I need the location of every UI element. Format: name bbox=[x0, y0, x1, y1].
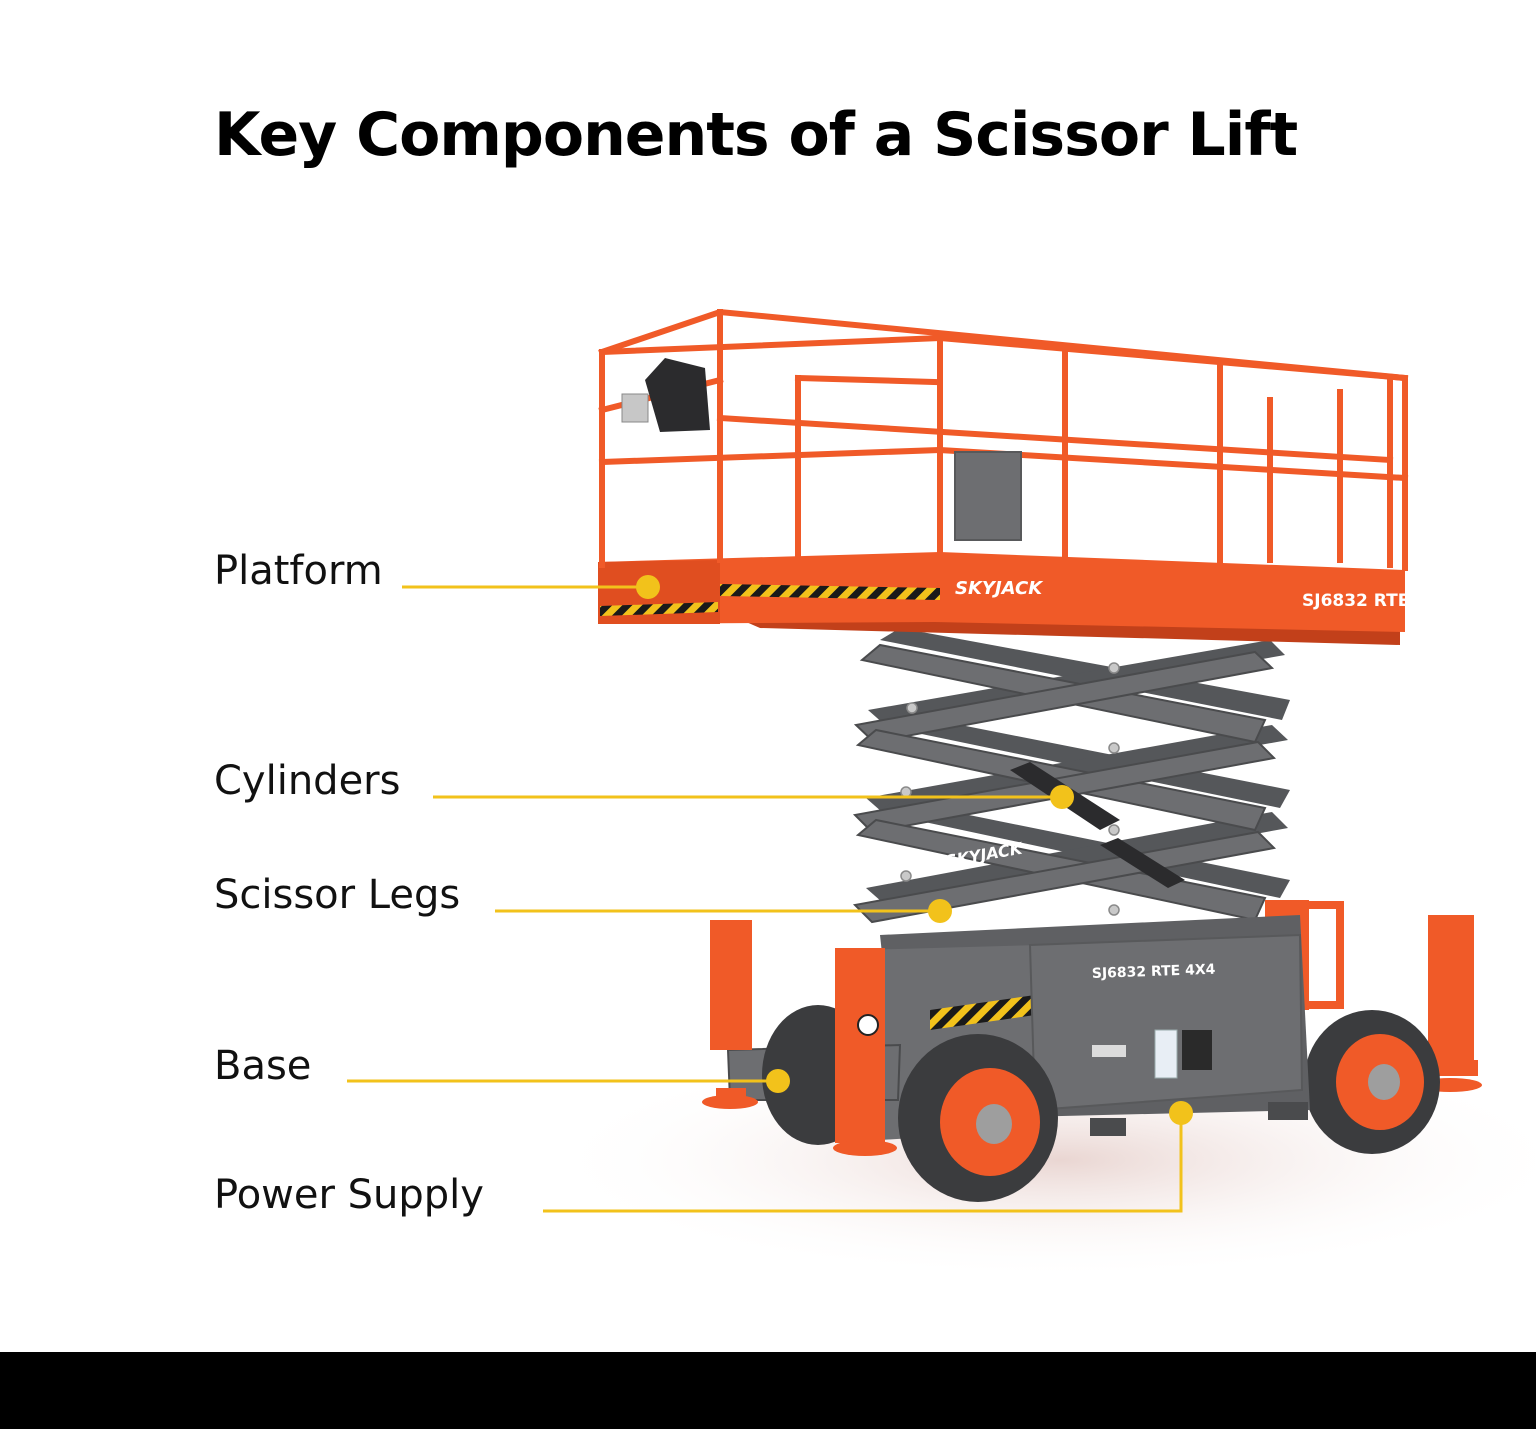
callout-dot-base bbox=[766, 1069, 790, 1093]
label-base: Base bbox=[214, 1043, 311, 1089]
platform-model-text: SJ6832 RTE bbox=[1302, 591, 1409, 611]
footer-bar bbox=[0, 1352, 1536, 1429]
callout-dot-platform bbox=[636, 575, 660, 599]
label-scissor-legs: Scissor Legs bbox=[214, 872, 460, 918]
callout-dot-cylinders bbox=[1050, 785, 1074, 809]
diagram-title: Key Components of a Scissor Lift bbox=[214, 100, 1297, 170]
platform-brand-text: SKYJACK bbox=[955, 578, 1044, 599]
label-platform: Platform bbox=[214, 548, 383, 594]
scissor-stack: SKYJACK bbox=[855, 628, 1290, 922]
callout-dot-power-supply bbox=[1169, 1101, 1193, 1125]
control-box bbox=[645, 358, 710, 432]
label-cylinders: Cylinders bbox=[214, 758, 400, 804]
callout-dot-scissor-legs bbox=[928, 899, 952, 923]
label-power-supply: Power Supply bbox=[214, 1172, 484, 1218]
power-supply-box bbox=[1030, 935, 1302, 1110]
platform-deck: SKYJACK SJ6832 RTE bbox=[598, 312, 1409, 645]
